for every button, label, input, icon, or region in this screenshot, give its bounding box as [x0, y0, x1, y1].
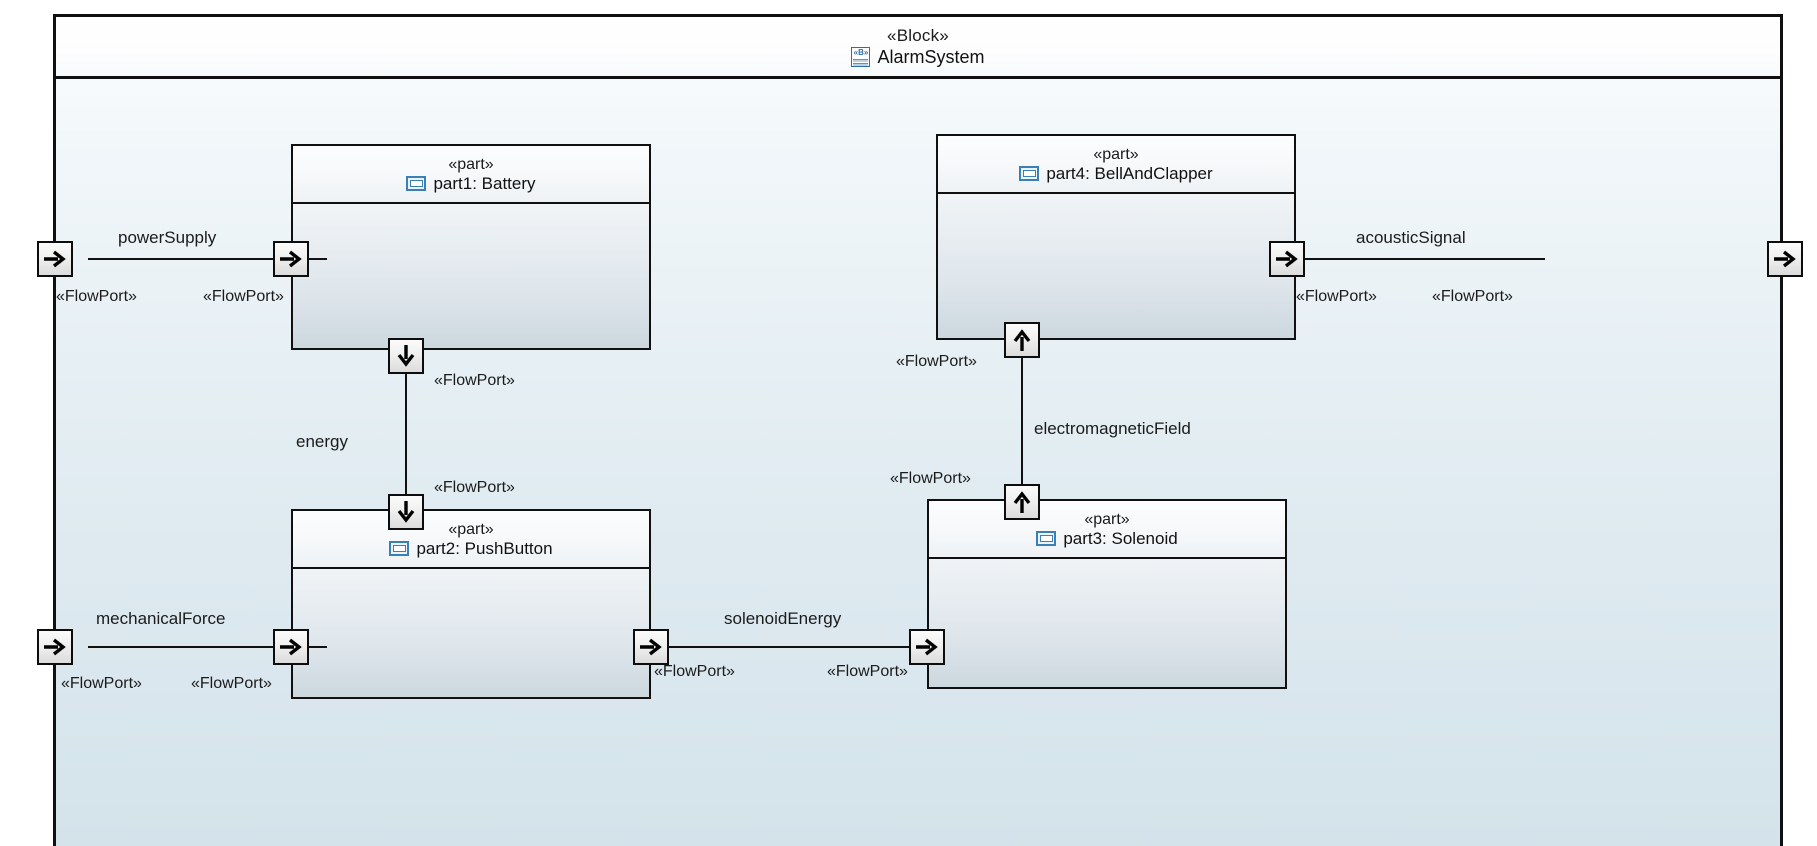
flow-port-solenoid-energy-in[interactable]: [909, 629, 945, 665]
connector-power-supply[interactable]: [88, 258, 327, 260]
part2-header: «part» part2: PushButton: [293, 511, 649, 569]
part4-name: part4: BellAndClapper: [1046, 163, 1213, 183]
flow-port-label-solenoid-emf-out: «FlowPort»: [890, 470, 971, 487]
connector-label-mechanical-force: mechanicalForce: [96, 609, 226, 628]
connector-label-solenoid-energy: solenoidEnergy: [724, 609, 842, 628]
flow-port-pushbutton-solenoid-out[interactable]: [633, 629, 669, 665]
flow-port-bell-emf-in[interactable]: [1004, 322, 1040, 358]
arrow-right-icon: [280, 250, 302, 268]
flow-port-label-battery-power-in: «FlowPort»: [203, 288, 284, 305]
flow-port-battery-energy-out[interactable]: [388, 338, 424, 374]
flow-port-label-sys-mech-in: «FlowPort»: [61, 675, 142, 692]
block-icon-line-1: [853, 58, 869, 62]
flow-port-sys-acoustic-out[interactable]: [1767, 241, 1803, 277]
part3-header: «part» part3: Solenoid: [929, 501, 1285, 559]
arrow-right-icon: [1774, 250, 1796, 268]
part-box-part4[interactable]: «part» part4: BellAndClapper: [936, 134, 1296, 340]
part1-stereotype: «part»: [448, 155, 494, 173]
part1-header: «part» part1: Battery: [293, 146, 649, 204]
flow-port-pushbutton-mech-in[interactable]: [273, 629, 309, 665]
connector-label-energy: energy: [296, 432, 348, 451]
block-frame-alarmsystem[interactable]: «Block» «B» AlarmSystem «: [37, 14, 1803, 846]
connector-mechanical-force[interactable]: [88, 646, 327, 648]
arrow-right-icon: [1276, 250, 1298, 268]
part3-name: part3: Solenoid: [1063, 528, 1178, 548]
flow-port-label-pushbutton-mech-in: «FlowPort»: [191, 675, 272, 692]
part-box-part3[interactable]: «part» part3: Solenoid: [927, 499, 1287, 689]
arrow-down-icon: [397, 501, 415, 523]
connector-energy[interactable]: [405, 374, 407, 510]
flow-port-pushbutton-energy-in[interactable]: [388, 494, 424, 530]
connector-acoustic-signal[interactable]: [1304, 258, 1545, 260]
part4-stereotype: «part»: [1093, 145, 1139, 163]
block-icon-glyph: «B»: [853, 47, 869, 57]
arrow-right-icon: [916, 638, 938, 656]
arrow-right-icon: [44, 250, 66, 268]
flow-port-sys-mech-in[interactable]: [37, 629, 73, 665]
part-icon: [1019, 166, 1040, 181]
part4-name-row: part4: BellAndClapper: [1019, 163, 1213, 184]
connector-electromagnetic-field[interactable]: [1021, 358, 1023, 500]
part1-name-row: part1: Battery: [406, 173, 536, 194]
block-stereotype: «Block»: [887, 25, 949, 45]
arrow-up-icon: [1013, 491, 1031, 513]
flow-port-label-solenoid-energy-in: «FlowPort»: [827, 663, 908, 680]
block-icon: «B»: [851, 46, 871, 67]
part2-name-row: part2: PushButton: [389, 538, 553, 559]
arrow-up-icon: [1013, 329, 1031, 351]
flow-port-label-bell-emf-in: «FlowPort»: [896, 353, 977, 370]
flow-port-label-pushbutton-energy-in: «FlowPort»: [434, 479, 515, 496]
part2-name: part2: PushButton: [416, 538, 553, 558]
arrow-right-icon: [44, 638, 66, 656]
connector-label-power-supply: powerSupply: [118, 228, 217, 247]
connector-label-acoustic-signal: acousticSignal: [1356, 228, 1466, 247]
flow-port-battery-power-in[interactable]: [273, 241, 309, 277]
part4-header: «part» part4: BellAndClapper: [938, 136, 1294, 194]
block-title-row: «B» AlarmSystem: [851, 46, 985, 68]
part-icon: [406, 176, 427, 191]
block-name: AlarmSystem: [877, 46, 985, 67]
block-icon-line-2: [853, 62, 869, 66]
flow-port-label-sys-acoustic-out: «FlowPort»: [1432, 288, 1513, 305]
flow-port-sys-power-in[interactable]: [37, 241, 73, 277]
flow-port-label-pushbutton-solenoid-out: «FlowPort»: [654, 663, 735, 680]
flow-port-solenoid-emf-out[interactable]: [1004, 484, 1040, 520]
flow-port-label-sys-power-in: «FlowPort»: [56, 288, 137, 305]
arrow-down-icon: [397, 345, 415, 367]
part1-name: part1: Battery: [433, 173, 536, 193]
connector-solenoid-energy[interactable]: [669, 646, 929, 648]
part3-stereotype: «part»: [1084, 510, 1130, 528]
connector-label-electromagnetic-field: electromagneticField: [1034, 419, 1191, 438]
part-icon: [1036, 531, 1057, 546]
part-box-part2[interactable]: «part» part2: PushButton: [291, 509, 651, 699]
part-icon: [389, 541, 410, 556]
flow-port-bell-acoustic-out[interactable]: [1269, 241, 1305, 277]
arrow-right-icon: [280, 638, 302, 656]
part3-name-row: part3: Solenoid: [1036, 528, 1178, 549]
part-box-part1[interactable]: «part» part1: Battery: [291, 144, 651, 350]
part2-stereotype: «part»: [448, 520, 494, 538]
arrow-right-icon: [640, 638, 662, 656]
flow-port-label-battery-energy-out: «FlowPort»: [434, 372, 515, 389]
block-header: «Block» «B» AlarmSystem: [56, 17, 1780, 79]
flow-port-label-bell-acoustic-out: «FlowPort»: [1296, 288, 1377, 305]
